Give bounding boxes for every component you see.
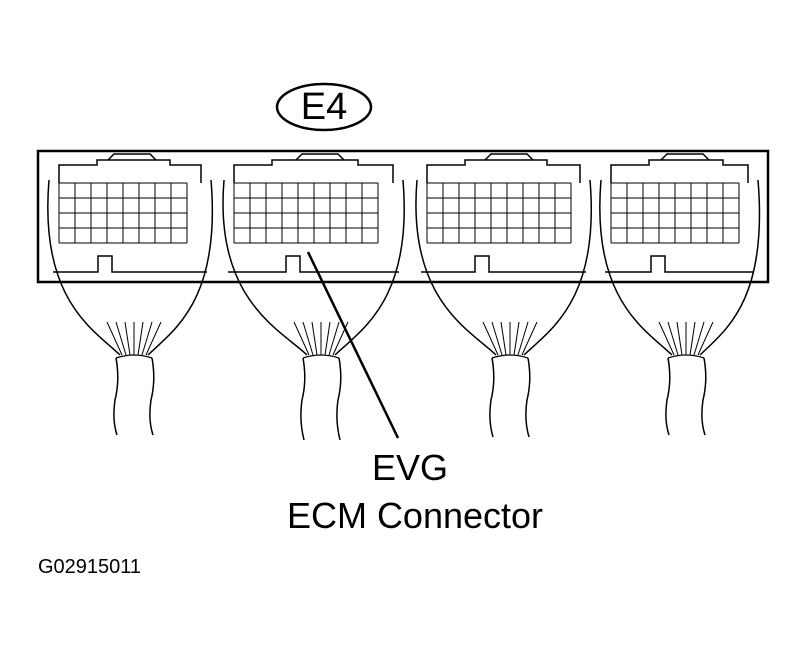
latch-tab: [295, 153, 345, 161]
wire-strand: [482, 321, 499, 356]
sleeve-edge: [300, 357, 306, 441]
wire-strand: [693, 321, 705, 356]
wire-strand: [145, 321, 162, 356]
connector-id-oval: [275, 82, 373, 132]
wire-strand: [137, 321, 144, 356]
wire-strand: [324, 321, 331, 356]
wire-harness: [47, 179, 214, 436]
bottom-rail: [605, 255, 754, 273]
wire-strand: [658, 321, 675, 356]
latch-tab: [660, 153, 710, 161]
sleeve-edge: [701, 357, 707, 436]
wire-strand: [141, 321, 153, 356]
sleeve-edge: [665, 357, 671, 436]
latch-tab: [107, 153, 157, 161]
sleeve-edge: [336, 357, 342, 441]
sleeve-edge: [113, 357, 119, 436]
wire-strand: [115, 321, 127, 356]
harness-curve: [334, 179, 405, 356]
wire-strand: [124, 321, 131, 356]
block-outline: [233, 159, 394, 183]
latch-tab: [484, 153, 534, 161]
block-outline: [58, 159, 202, 183]
bottom-rail: [53, 255, 207, 273]
sleeve-top: [115, 354, 153, 359]
connector-block: [228, 153, 399, 273]
block-outline: [610, 159, 749, 183]
wire-strand: [106, 321, 123, 356]
wire-strand: [500, 321, 507, 356]
wire-strand: [311, 321, 318, 356]
wire-strand: [328, 321, 340, 356]
harness-curve: [222, 179, 308, 356]
sleeve-top: [491, 354, 529, 359]
wire-strand: [513, 321, 520, 356]
block-outline: [426, 159, 581, 183]
connector-block: [605, 153, 754, 273]
wire-strand: [302, 321, 314, 356]
harness-curve: [523, 179, 592, 356]
bottom-rail: [421, 255, 586, 273]
wire-strand: [697, 321, 714, 356]
wire-strand: [491, 321, 503, 356]
wire-harness: [415, 179, 592, 438]
wire-strand: [521, 321, 538, 356]
wire-strand: [517, 321, 529, 356]
figure-code: G02915011: [38, 556, 142, 578]
sleeve-top: [667, 354, 705, 359]
wire-strand: [293, 321, 310, 356]
harness-curve: [147, 179, 214, 356]
connector-block: [421, 153, 586, 273]
terminal-name-label: EVG: [371, 447, 449, 488]
wire-strand: [689, 321, 696, 356]
connector-id-label: E4: [300, 86, 348, 128]
sleeve-edge: [149, 357, 155, 436]
wire-strand: [667, 321, 679, 356]
evg-leader-line: [306, 251, 400, 439]
connector-name-label: ECM Connector: [286, 495, 544, 536]
wire-strand: [676, 321, 683, 356]
wire-harness: [599, 179, 761, 436]
harness-curve: [599, 179, 673, 356]
connector-block: [53, 153, 207, 273]
harness-curve: [699, 179, 761, 356]
connector-blocks: [53, 153, 754, 273]
sleeve-edge: [525, 357, 531, 438]
wire-harnesses: [47, 179, 761, 441]
harness-curve: [47, 179, 121, 356]
wire-harness: [222, 179, 405, 441]
sleeve-top: [302, 354, 340, 359]
connector-housing: [36, 149, 770, 284]
sleeve-edge: [489, 357, 495, 438]
harness-curve: [415, 179, 497, 356]
wire-strand: [332, 321, 349, 356]
